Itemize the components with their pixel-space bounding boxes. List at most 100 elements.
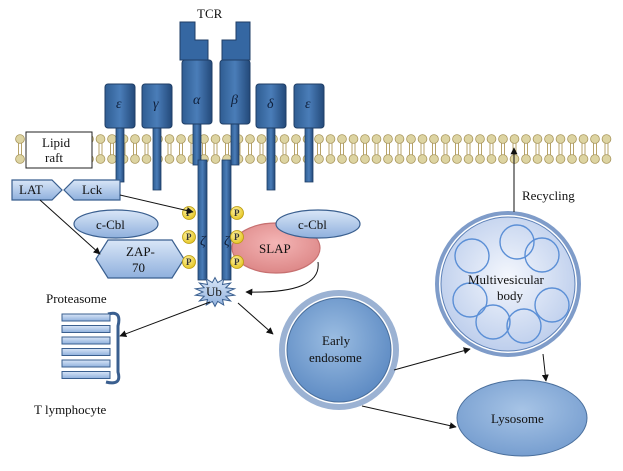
proteasome-ring: [61, 371, 111, 379]
zeta-left-label: ζ: [200, 234, 207, 249]
lipid-head: [498, 154, 508, 164]
lipid-head: [164, 134, 175, 144]
lipid-head: [279, 134, 290, 144]
lipid-head: [210, 154, 221, 164]
lipid-head: [360, 154, 370, 164]
lipid-head: [314, 154, 324, 164]
lipid-head: [555, 154, 566, 164]
lipid-head: [532, 154, 543, 164]
beta-chain: β: [219, 59, 251, 166]
lipid-head: [601, 154, 612, 164]
arrow-ub-to-endosome: [237, 302, 274, 335]
lipid-head: [429, 154, 439, 164]
lipid-head: [291, 134, 301, 144]
lipid-raft-box: Lipid raft: [25, 131, 93, 169]
epsilon-chain-right: ε: [293, 83, 325, 183]
mvb-line1: Multivesicular: [468, 272, 544, 287]
lipid-head: [245, 134, 255, 144]
zeta-right-label: ζ: [224, 234, 231, 249]
zap70-line2: 70: [132, 260, 145, 275]
lipid-head: [15, 134, 25, 144]
phospho-label: P: [186, 232, 192, 242]
lipid-head: [555, 134, 566, 144]
lipid-head: [348, 134, 359, 144]
lipid-head: [245, 154, 255, 164]
c-cbl-right-label: c-Cbl: [298, 217, 327, 232]
lipid-head: [475, 134, 485, 144]
phospho-label: P: [234, 208, 240, 218]
vesicle: [454, 238, 490, 274]
proteasome-ring: [61, 348, 111, 356]
lipid-head: [440, 134, 451, 144]
vesicle: [499, 224, 535, 260]
lipid-head: [406, 134, 416, 144]
ub-label: Ub: [206, 284, 222, 299]
lipid-head: [256, 134, 267, 144]
lipid-head: [130, 134, 140, 144]
lipid-head: [95, 134, 106, 144]
lipid-head: [567, 154, 577, 164]
lck-label: Lck: [82, 182, 103, 197]
lipid-head: [256, 154, 267, 164]
tcr-receptor: TCR: [179, 6, 251, 61]
lipid-head: [544, 154, 554, 164]
phospho-marker: P: [230, 230, 244, 244]
phospho-marker: P: [182, 206, 196, 220]
lipid-head: [452, 154, 462, 164]
lipid-head: [417, 134, 428, 144]
lipid-head: [337, 154, 347, 164]
c-cbl-left-label: c-Cbl: [96, 217, 125, 232]
beta-chain-label: β: [230, 93, 238, 108]
lipid-head: [463, 134, 474, 144]
phospho-marker: P: [230, 255, 244, 269]
vesicle: [524, 237, 560, 273]
lipid-head: [107, 134, 117, 144]
lipid-head: [141, 134, 152, 144]
lipid-head: [141, 154, 152, 164]
mvb-line2: body: [497, 288, 524, 303]
lipid-head: [95, 154, 106, 164]
lipid-head: [417, 154, 428, 164]
lipid-head: [371, 154, 382, 164]
lipid-head: [544, 134, 554, 144]
arrow-ub-to-proteasome: [119, 301, 211, 338]
proteasome-ring: [61, 336, 111, 345]
vesicle: [452, 282, 488, 318]
alpha-chain: α: [181, 59, 213, 166]
lipid-raft-line2: raft: [45, 150, 63, 165]
lat-protein: LAT: [11, 179, 63, 201]
early-endosome-line2: endosome: [309, 350, 362, 365]
proteasome: Proteasome: [46, 291, 121, 385]
proteasome-ring: [61, 359, 111, 368]
lipid-head: [475, 154, 485, 164]
lipid-head: [440, 154, 451, 164]
lipid-head: [601, 134, 612, 144]
lipid-head: [348, 154, 359, 164]
lysosome: Lysosome: [456, 379, 588, 457]
lipid-head: [222, 134, 232, 144]
multivesicular-body: Multivesicular body: [435, 211, 581, 357]
delta-chain: δ: [255, 83, 287, 191]
proteasome-label: Proteasome: [46, 291, 107, 306]
arrow-mvb-to-lysosome: [541, 353, 549, 382]
early-endosome: Early endosome: [279, 290, 399, 410]
lipid-head: [107, 154, 117, 164]
vesicle: [475, 304, 511, 340]
phospho-marker: P: [230, 206, 244, 220]
phospho-label: P: [186, 208, 192, 218]
vesicle: [534, 287, 570, 323]
lipid-head: [578, 134, 589, 144]
zap70-protein: ZAP- 70: [95, 239, 185, 279]
ubiquitin-starburst: Ub: [193, 276, 237, 308]
early-endosome-line1: Early: [322, 333, 351, 348]
lipid-head: [15, 154, 25, 164]
lipid-head: [130, 154, 140, 164]
lipid-head: [383, 134, 393, 144]
lipid-head: [383, 154, 393, 164]
lipid-head: [325, 154, 336, 164]
lipid-head: [590, 134, 600, 144]
lipid-head: [210, 134, 221, 144]
proteasome-ring: [61, 325, 111, 333]
